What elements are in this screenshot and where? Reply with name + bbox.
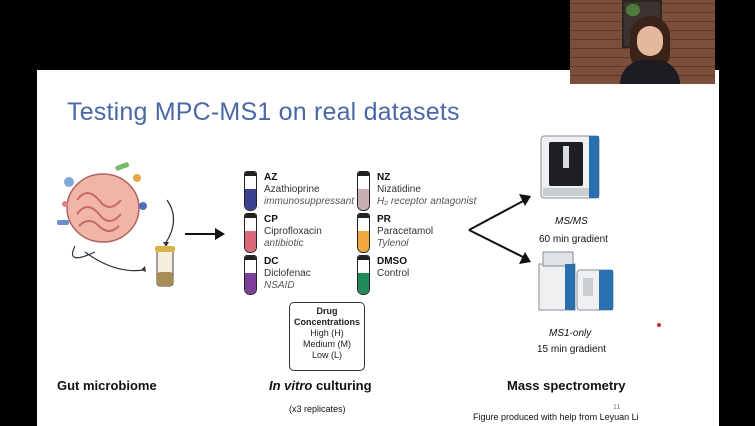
drug-tube-dc [244,255,257,295]
msms-title: MS/MS [555,216,588,227]
tube-liquid [358,189,369,210]
msms-instrument-icon [540,135,600,199]
drug-tube-cp [244,213,257,253]
presenter-face [637,26,663,56]
webcam-video[interactable] [570,0,715,84]
concentration-low: Low (L) [311,350,342,360]
ms1-gradient: 15 min gradient [537,344,606,355]
tube-liquid [245,231,256,252]
in-vitro-culturing-label: In vitro culturing [269,378,372,393]
mass-spectrometry-label: Mass spectrometry [507,378,626,393]
presentation-slide: Testing MPC-MS1 on real datasets Gut mic… [37,70,719,426]
slide-title: Testing MPC-MS1 on real datasets [67,98,460,126]
tube-liquid [245,189,256,210]
drug-tube-dmso [357,255,370,295]
concentrations-title: Drug [316,306,338,316]
figure-credit: Figure produced with help from Leyuan Li [473,412,639,422]
arrow-right-icon [185,228,225,240]
presenter-body [620,60,680,84]
drug-tube-pr [357,213,370,253]
gut-microbiome-label: Gut microbiome [57,378,157,393]
drug-concentrations-box: Drug Concentrations High (H) Medium (M) … [289,302,365,371]
concentration-medium: Medium (M) [302,339,351,349]
plant-icon [626,4,640,16]
concentrations-title-2: Concentrations [293,317,360,327]
concentration-high: High (H) [310,328,344,338]
replicates-label: (x3 replicates) [289,404,346,414]
ms1-instrument-icon [538,251,614,311]
drug-tube-az [244,171,257,211]
branch-arrows-icon [468,194,531,264]
laser-pointer-dot [657,323,661,327]
drug-tube-nz [357,171,370,211]
ms1-title: MS1-only [549,328,592,339]
tube-liquid [358,273,369,294]
tube-liquid [245,273,256,294]
msms-gradient: 60 min gradient [539,234,608,245]
tube-liquid [358,231,369,252]
gut-microbiome-illustration [57,162,175,287]
page-number: 11 [613,404,621,411]
